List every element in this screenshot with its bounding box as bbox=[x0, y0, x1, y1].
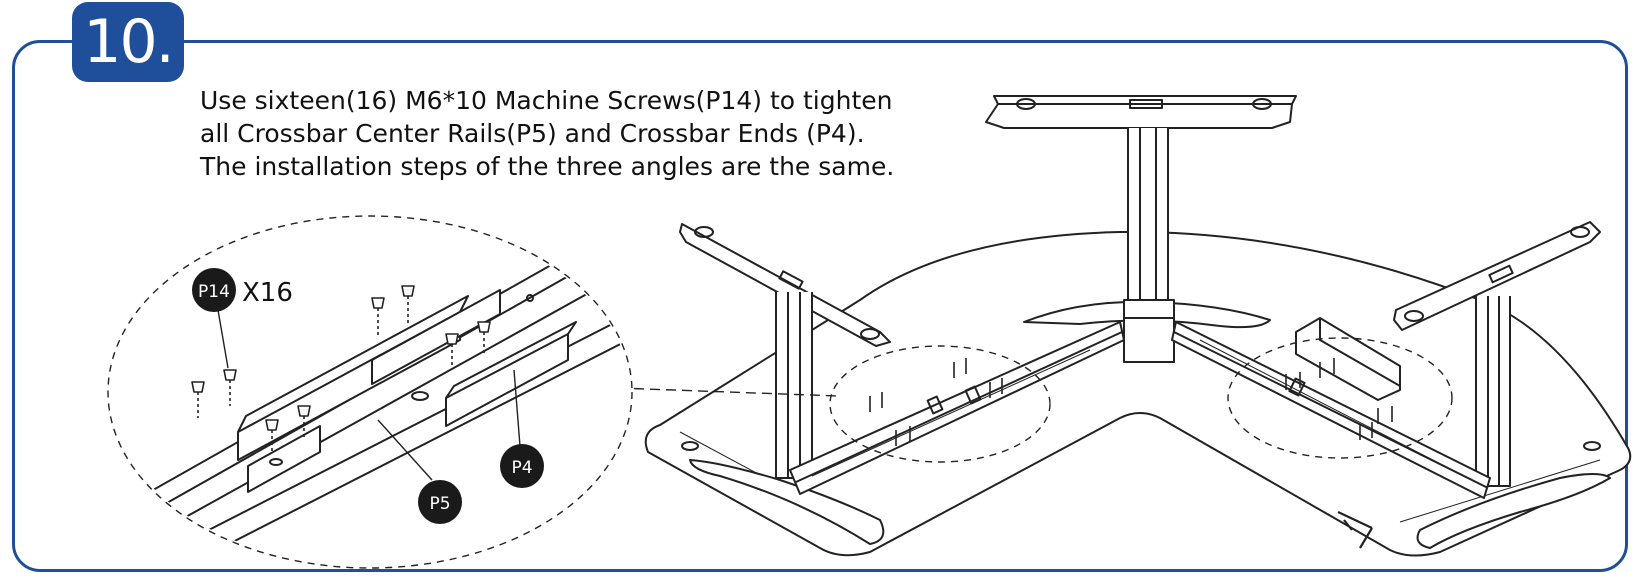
detail-inset bbox=[107, 215, 633, 569]
instruction-line-2: all Crossbar Center Rails(P5) and Crossb… bbox=[200, 119, 865, 148]
instruction-text: Use sixteen(16) M6*10 Machine Screws(P14… bbox=[200, 84, 960, 183]
leader-p14 bbox=[217, 309, 229, 369]
center-column bbox=[1127, 128, 1169, 301]
step-number-badge: 10. bbox=[72, 2, 184, 82]
right-foot bbox=[1416, 473, 1611, 549]
p4-label: P4 bbox=[511, 458, 532, 478]
part-badge-p5: P5 bbox=[418, 480, 462, 524]
detail-region-left bbox=[829, 345, 1051, 463]
step-frame bbox=[12, 40, 1628, 572]
leader-p5 bbox=[377, 419, 433, 481]
part-badge-p14: P14 bbox=[192, 268, 236, 312]
right-top-bracket bbox=[1393, 221, 1601, 331]
inset-crossbar-end bbox=[445, 333, 569, 427]
left-foot bbox=[689, 459, 885, 545]
right-column bbox=[1475, 296, 1511, 487]
instruction-line-1: Use sixteen(16) M6*10 Machine Screws(P14… bbox=[200, 86, 893, 115]
detail-region-right bbox=[1227, 337, 1453, 459]
p5-label: P5 bbox=[429, 494, 450, 514]
left-column bbox=[775, 292, 813, 479]
leader-p4 bbox=[513, 369, 521, 447]
screw-quantity: X16 bbox=[242, 278, 293, 308]
leader-dashed bbox=[617, 387, 839, 397]
part-badge-p4: P4 bbox=[500, 444, 544, 488]
hand-crank bbox=[1337, 511, 1373, 549]
desktop-outline bbox=[644, 230, 1632, 557]
inset-screws bbox=[191, 285, 491, 452]
left-top-bracket bbox=[679, 223, 891, 347]
p14-label: P14 bbox=[198, 282, 230, 302]
instruction-line-3: The installation steps of the three angl… bbox=[200, 152, 895, 181]
